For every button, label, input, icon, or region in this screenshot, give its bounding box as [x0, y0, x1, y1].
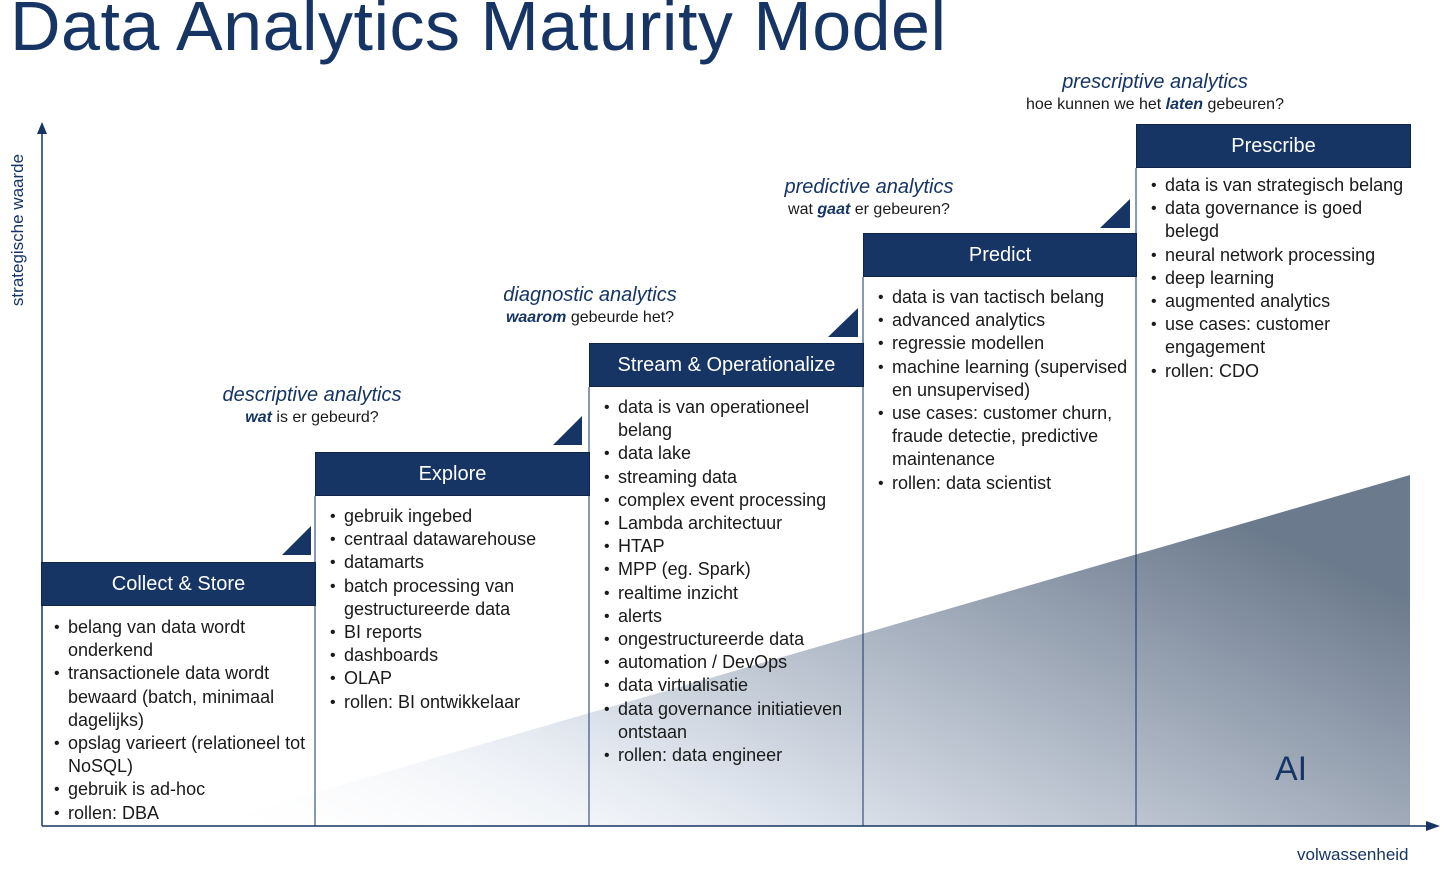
stage-box-predict: Predict — [863, 233, 1137, 277]
stage-item: use cases: customer engagement — [1151, 313, 1407, 359]
stage-item: rollen: DBA — [54, 802, 310, 825]
annotation-title: descriptive analytics — [222, 384, 402, 406]
stage-item: deep learning — [1151, 267, 1407, 290]
stage-list-explore: gebruik ingebedcentraal datawarehousedat… — [330, 505, 586, 714]
stage-item: data is van operationeel belang — [604, 396, 860, 442]
stage-item: data governance initiatieven ontstaan — [604, 698, 860, 744]
stage-item: Lambda architectuur — [604, 512, 860, 535]
annotation-diagnostic: diagnostic analytics waarom gebeurde het… — [490, 284, 690, 327]
stage-list-stream-operationalize: data is van operationeel belangdata lake… — [604, 396, 860, 767]
stage-list-predict: data is van tactisch belangadvanced anal… — [878, 286, 1130, 495]
step-triangle — [828, 308, 858, 337]
stage-item: neural network processing — [1151, 244, 1407, 267]
stage-item: transactionele data wordt bewaard (batch… — [54, 662, 310, 732]
stage-item: centraal datawarehouse — [330, 528, 586, 551]
stage-item: BI reports — [330, 621, 586, 644]
x-axis-label: volwassenheid — [1297, 845, 1409, 864]
stage-item: gebruik ingebed — [330, 505, 586, 528]
annotation-descriptive: descriptive analytics wat is er gebeurd? — [212, 384, 412, 427]
annotation-subtitle: hoe kunnen we het laten gebeuren? — [1026, 96, 1284, 113]
stage-box-prescribe: Prescribe — [1136, 124, 1411, 168]
annotation-subtitle: waarom gebeurde het? — [505, 309, 675, 326]
stage-item: dashboards — [330, 644, 586, 667]
stage-item: batch processing van gestructureerde dat… — [330, 575, 586, 621]
x-axis-arrow — [1426, 821, 1440, 831]
stage-list-collect-store: belang van data wordt onderkendtransacti… — [54, 616, 310, 825]
stage-item: use cases: customer churn, fraude detect… — [878, 402, 1130, 472]
annotation-title: prescriptive analytics — [1062, 71, 1248, 93]
stage-item: alerts — [604, 605, 860, 628]
stage-item: data is van strategisch belang — [1151, 174, 1407, 197]
annotation-predictive: predictive analytics wat gaat er gebeure… — [769, 176, 969, 219]
stage-item: data governance is goed belegd — [1151, 197, 1407, 243]
stage-item: realtime inzicht — [604, 582, 860, 605]
stage-item: data is van tactisch belang — [878, 286, 1130, 309]
stage-item: HTAP — [604, 535, 860, 558]
stage-item: regressie modellen — [878, 332, 1130, 355]
stage-item: OLAP — [330, 667, 586, 690]
stage-item: complex event processing — [604, 489, 860, 512]
step-triangle — [553, 416, 582, 445]
stage-item: MPP (eg. Spark) — [604, 558, 860, 581]
step-triangle — [1100, 199, 1130, 228]
step-triangle — [282, 526, 311, 555]
annotation-prescriptive: prescriptive analytics hoe kunnen we het… — [1005, 71, 1305, 114]
stage-item: advanced analytics — [878, 309, 1130, 332]
stage-item: datamarts — [330, 551, 586, 574]
stage-item: data virtualisatie — [604, 674, 860, 697]
stage-item: data lake — [604, 442, 860, 465]
page-title: Data Analytics Maturity Model — [10, 0, 947, 65]
stage-item: augmented analytics — [1151, 290, 1407, 313]
annotation-title: predictive analytics — [784, 176, 954, 198]
stage-item: belang van data wordt onderkend — [54, 616, 310, 662]
y-axis-label: strategische waarde — [8, 153, 28, 307]
stage-list-prescribe: data is van strategisch belangdata gover… — [1151, 174, 1407, 383]
y-axis-arrow — [37, 122, 47, 134]
stage-box-stream-operationalize: Stream & Operationalize — [589, 343, 864, 387]
stage-item: machine learning (supervised en unsuperv… — [878, 356, 1130, 402]
stage-item: opslag varieert (relationeel tot NoSQL) — [54, 732, 310, 778]
ai-label: AI — [1275, 750, 1308, 788]
stage-item: rollen: data engineer — [604, 744, 860, 767]
stage-box-explore: Explore — [315, 452, 590, 496]
annotation-title: diagnostic analytics — [503, 284, 677, 306]
stage-item: rollen: CDO — [1151, 360, 1407, 383]
stage-item: streaming data — [604, 466, 860, 489]
annotation-subtitle: wat gaat er gebeuren? — [788, 201, 950, 218]
stage-item: ongestructureerde data — [604, 628, 860, 651]
stage-item: automation / DevOps — [604, 651, 860, 674]
stage-item: gebruik is ad-hoc — [54, 778, 310, 801]
annotation-subtitle: wat is er gebeurd? — [245, 409, 379, 426]
stage-item: rollen: BI ontwikkelaar — [330, 691, 586, 714]
stage-box-collect-store: Collect & Store — [41, 562, 316, 606]
stage-item: rollen: data scientist — [878, 472, 1130, 495]
